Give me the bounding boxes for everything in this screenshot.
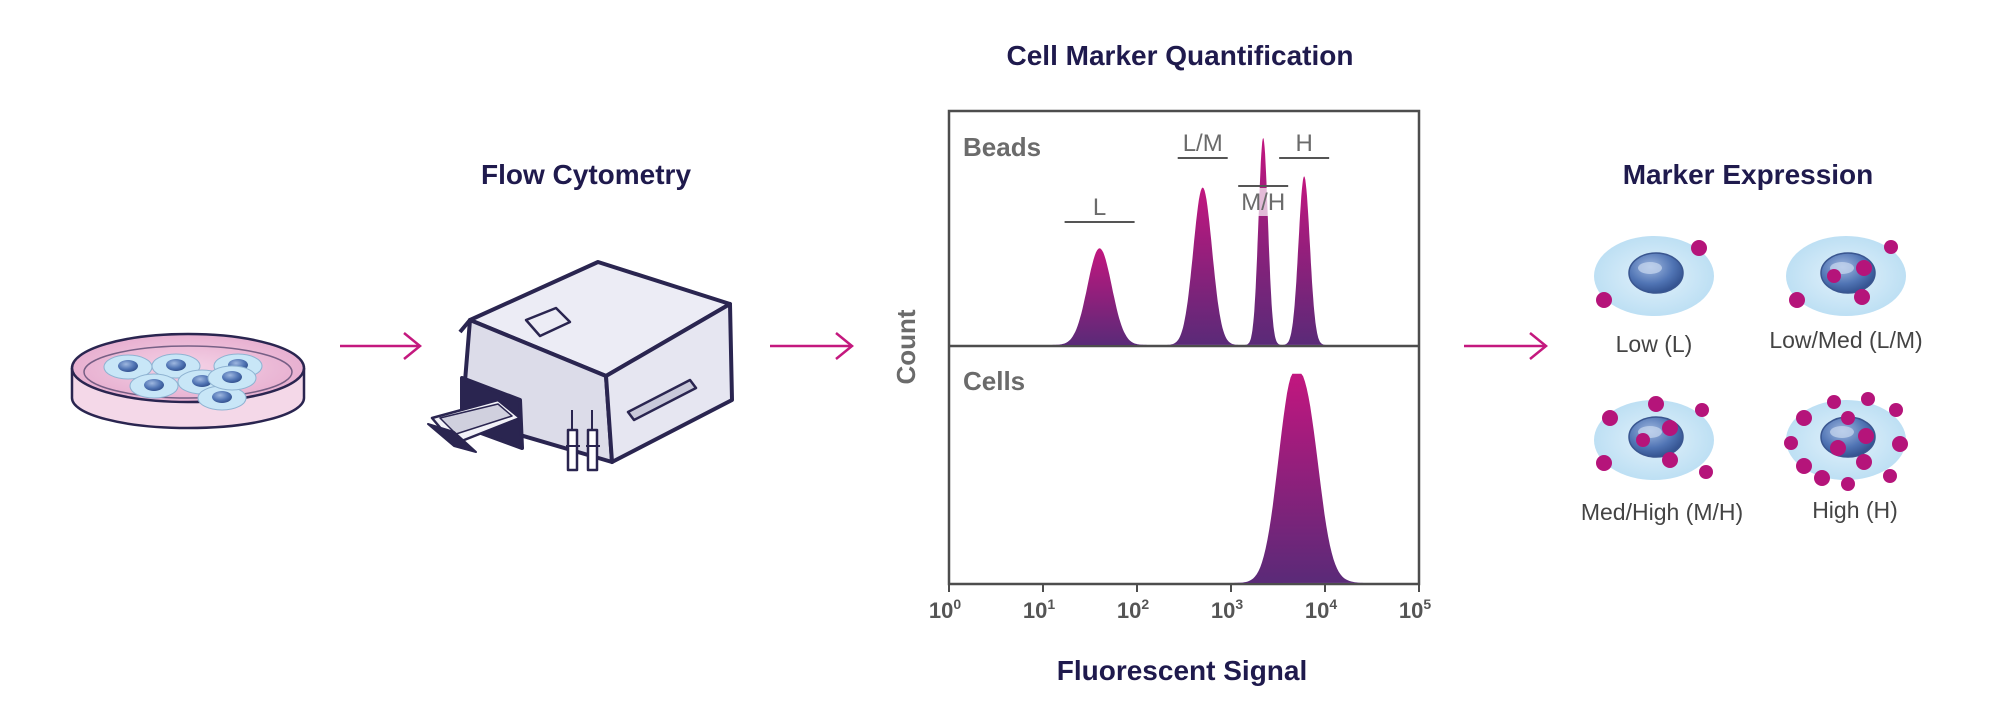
bead-label-bg [1241,188,1286,216]
expression-label-low: Low (L) [1616,331,1693,357]
chart-frame [947,109,1421,586]
bead-label: L [1093,194,1106,221]
bead-peak-0 [1050,248,1149,345]
bead-peak-2 [1244,138,1282,345]
arrow-right-icon [340,332,422,360]
cell-icon [1593,235,1715,317]
marker-expression-title: Marker Expression [1623,159,1874,190]
x-tick-label: 102 [1117,596,1149,623]
bead-peak-1 [1165,187,1241,345]
bead-label: H [1295,130,1312,157]
x-tick-label: 104 [1305,596,1337,623]
expression-label-low-med: Low/Med (L/M) [1769,327,1922,353]
petri-dish-icon [70,332,306,430]
expression-label-med-high: Med/High (M/H) [1581,499,1743,525]
histogram-chart: 100 101 102 103 104 105 Beads Cells Count Flu… [891,109,1431,686]
cell-peak-0 [1221,373,1364,583]
x-tick-label: 103 [1211,596,1243,623]
quantification-title: Cell Marker Quantification [1007,40,1354,71]
x-tick-label: 101 [1023,596,1055,623]
arrow-right-icon [770,332,854,360]
cell-icon [1784,392,1908,491]
cell-icon [1593,396,1715,481]
x-tick-label: 105 [1399,596,1431,623]
y-axis-label: Count [891,309,921,384]
beads-panel-label: Beads [963,132,1041,162]
bead-label: L/M [1183,130,1223,157]
flow-cytometer-icon [427,260,734,472]
bead-peak-3 [1281,176,1327,345]
x-axis-label: Fluorescent Signal [1057,655,1308,686]
cells-panel-label: Cells [963,366,1025,396]
cell-icon [1785,235,1907,317]
x-tick-label: 100 [929,596,961,623]
arrow-right-icon [1464,332,1548,360]
expression-label-high: High (H) [1812,497,1898,523]
flow-cytometry-title: Flow Cytometry [481,159,691,190]
bead-label: M/H [1241,189,1285,216]
